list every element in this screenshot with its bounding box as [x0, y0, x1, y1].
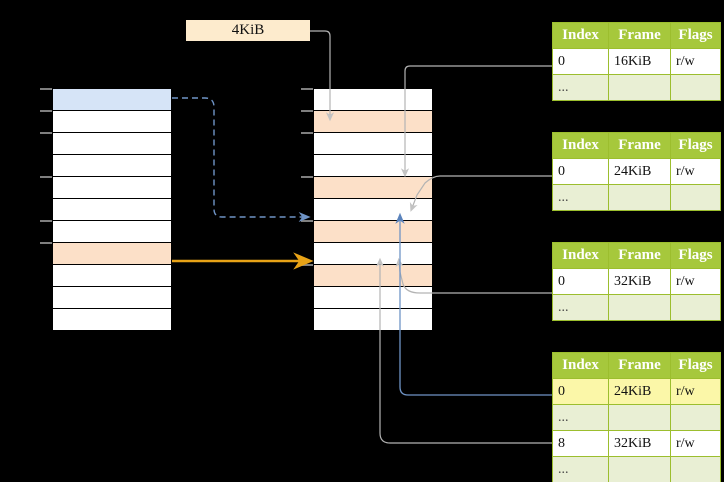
virtual-cell-row	[52, 308, 172, 331]
table-cell-frame: 24KiB	[608, 158, 671, 185]
virtual-cell-tick	[40, 132, 52, 134]
table-cell-frame	[608, 456, 671, 482]
table-cell-flags: r/w	[670, 158, 721, 185]
table-cell-flags: r/w	[670, 268, 721, 295]
table-cell-index: 0	[552, 378, 609, 405]
physical-memory-column	[301, 88, 433, 331]
table-row: ...	[552, 74, 721, 101]
table-row: ...	[552, 184, 721, 211]
table-cell-frame	[608, 294, 671, 321]
table-cell-frame: 24KiB	[608, 378, 671, 405]
table-header-index: Index	[552, 132, 609, 159]
table-row: ...	[552, 404, 721, 431]
table-header-flags: Flags	[670, 132, 721, 159]
table-cell-frame: 32KiB	[608, 268, 671, 295]
table-cell-index: 0	[552, 158, 609, 185]
table-header-flags: Flags	[670, 352, 721, 379]
table-cell-frame	[608, 404, 671, 431]
table-cell-frame	[608, 74, 671, 101]
table-cell-flags	[670, 184, 721, 211]
table-cell-flags	[670, 294, 721, 321]
table-cell-index: 8	[552, 430, 609, 457]
virtual-cell-tick	[40, 110, 52, 112]
table-cell-frame	[608, 184, 671, 211]
table-header-frame: Frame	[608, 132, 671, 159]
physical-cell-row	[313, 308, 433, 331]
table-cell-flags	[670, 456, 721, 482]
table-header-flags: Flags	[670, 22, 721, 49]
virtual-cell-tick	[40, 242, 52, 244]
virtual-cell-tick	[40, 88, 52, 90]
table-cell-frame: 32KiB	[608, 430, 671, 457]
table-cell-frame: 16KiB	[608, 48, 671, 75]
table-cell-index: ...	[552, 404, 609, 431]
table-cell-flags: r/w	[670, 430, 721, 457]
virtual-cell-tick	[40, 176, 52, 178]
table-cell-flags	[670, 404, 721, 431]
table-cell-flags: r/w	[670, 48, 721, 75]
size-label: 4KiB	[186, 20, 310, 41]
physical-cell-tick	[301, 88, 313, 90]
table-cell-index: 0	[552, 268, 609, 295]
table-header-flags: Flags	[670, 242, 721, 269]
physical-cell-tick	[301, 132, 313, 134]
physical-cell-tick	[301, 110, 313, 112]
table-header-frame: Frame	[608, 352, 671, 379]
table-row: ...	[552, 294, 721, 321]
table-cell-index: ...	[552, 184, 609, 211]
virtual-cell-tick	[40, 220, 52, 222]
physical-cell-tick	[301, 176, 313, 178]
table-cell-index: ...	[552, 294, 609, 321]
virtual-address-column	[40, 88, 172, 331]
table-cell-flags: r/w	[670, 378, 721, 405]
table-header-index: Index	[552, 352, 609, 379]
table-header-frame: Frame	[608, 22, 671, 49]
table-cell-index: 0	[552, 48, 609, 75]
table-header-index: Index	[552, 242, 609, 269]
table-cell-index: ...	[552, 74, 609, 101]
table-row: ...	[552, 456, 721, 482]
table-header-frame: Frame	[608, 242, 671, 269]
table-cell-index: ...	[552, 456, 609, 482]
table-cell-flags	[670, 74, 721, 101]
table-header-index: Index	[552, 22, 609, 49]
